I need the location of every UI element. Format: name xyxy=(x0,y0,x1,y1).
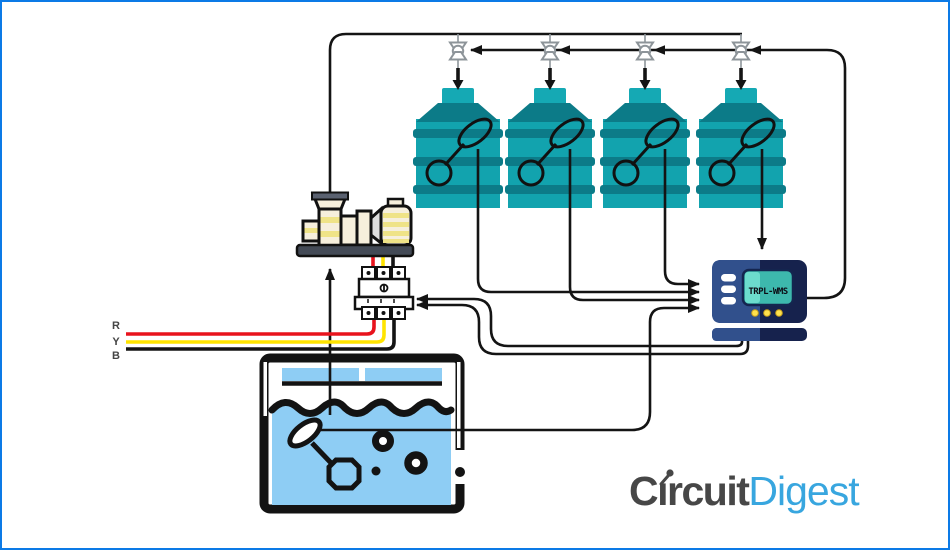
water-level-controller-icon: TRPL-WMS xyxy=(712,260,807,341)
mains-wire-b xyxy=(126,319,396,351)
bubble-2 xyxy=(404,451,428,475)
controller-button-2 xyxy=(721,285,736,293)
controller-screen-text: TRPL-WMS xyxy=(748,287,787,297)
valve-feed-line xyxy=(470,45,847,300)
controller-led-2 xyxy=(763,309,771,317)
controller-button-1 xyxy=(721,274,736,282)
sump-wall-dot xyxy=(455,467,465,477)
overhead-tank-3 xyxy=(598,86,692,210)
tank1-sensor-wire xyxy=(476,149,700,297)
mains-wire-r xyxy=(126,319,376,336)
phase-label-y: Y xyxy=(112,336,120,348)
valve-inlet-arrows xyxy=(558,45,761,55)
tank3-sensor-wire xyxy=(663,149,700,289)
phase-label-r: R xyxy=(112,320,120,332)
controller-led-1 xyxy=(751,309,759,317)
overhead-tank-1 xyxy=(411,86,505,210)
tank2-sensor-wire xyxy=(568,149,700,305)
bubble-3 xyxy=(371,466,381,476)
mains-wire-y xyxy=(126,319,386,344)
controller-button-3 xyxy=(721,297,736,305)
controller-led-3 xyxy=(775,309,783,317)
sump-sensor-wire xyxy=(316,303,700,432)
phase-label-b: B xyxy=(112,350,120,362)
valve-4 xyxy=(731,32,751,92)
overhead-tank-2 xyxy=(503,86,597,210)
logo-digest: Digest xyxy=(748,468,859,514)
logo-dotless-i: ı xyxy=(657,468,668,514)
sump-water-surface xyxy=(268,398,455,417)
pump-supply-pipe xyxy=(328,32,742,195)
pump-starter-icon xyxy=(353,266,415,320)
logo-circuit: Cırcuit xyxy=(629,468,750,514)
circuit-probe-icon xyxy=(659,469,674,486)
sump-water xyxy=(272,402,451,505)
brand-logo: CırcuitDigest xyxy=(629,467,860,515)
valve-3 xyxy=(635,32,655,92)
sump-float-sensor xyxy=(287,417,362,491)
water-pump-icon xyxy=(295,191,415,258)
bubble-1 xyxy=(372,430,394,452)
sump-top-rim xyxy=(282,368,359,381)
valve-1 xyxy=(448,32,468,92)
valve-2 xyxy=(540,32,560,92)
pump-control-wire-2 xyxy=(416,300,750,356)
wiring-layer xyxy=(316,32,847,432)
overhead-tank-4 xyxy=(694,86,788,210)
pump-control-wire-1 xyxy=(416,294,744,348)
pump-base xyxy=(295,243,415,258)
